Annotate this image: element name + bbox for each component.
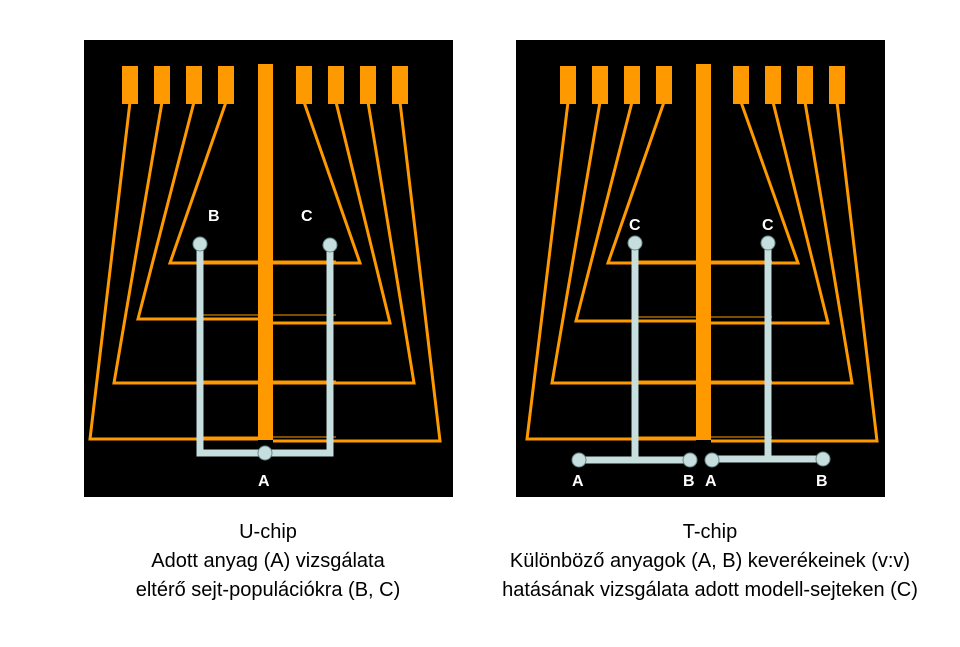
uchip-label-a: A bbox=[258, 473, 270, 490]
uchip-trace-2 bbox=[112, 101, 258, 385]
uchip-caption-title: U-chip bbox=[239, 521, 297, 543]
tchip-label-b-left: B bbox=[683, 473, 695, 490]
tchip-trace-5 bbox=[711, 101, 801, 265]
tchip-center-electrode bbox=[696, 64, 711, 440]
tchip-caption-title: T-chip bbox=[682, 521, 738, 543]
uchip-trace-4 bbox=[167, 101, 258, 265]
tchip-pad-6 bbox=[765, 66, 781, 104]
tchip-label-c-left: C bbox=[629, 217, 641, 234]
uchip-pad-4 bbox=[218, 66, 234, 104]
uchip-port-c bbox=[322, 237, 338, 253]
tchip-port-a-left bbox=[571, 452, 587, 468]
tchip-caption-line2: hatásának vizsgálata adott modell-sejtek… bbox=[502, 579, 918, 601]
tchip-port-b-right bbox=[815, 451, 831, 467]
tchip-port-c-left bbox=[627, 235, 643, 251]
uchip-caption-line1: Adott anyag (A) vizsgálata bbox=[151, 550, 385, 572]
tchip-label-b-right: B bbox=[816, 473, 828, 490]
uchip-svg: B C A bbox=[84, 40, 453, 497]
uchip-pad-1 bbox=[122, 66, 138, 104]
uchip-trace-5 bbox=[273, 101, 363, 265]
tchip-pads bbox=[560, 64, 845, 440]
tchip-caption: T-chip Különböző anyagok (A, B) keveréke… bbox=[450, 518, 960, 605]
uchip-trace-3 bbox=[136, 101, 258, 321]
tchip-port-a-right bbox=[704, 452, 720, 468]
uchip-caption: U-chip Adott anyag (A) vizsgálata eltérő… bbox=[78, 518, 458, 605]
tchip-trace-1 bbox=[525, 101, 696, 441]
uchip-label-b: B bbox=[208, 208, 220, 225]
tchip-trace-7 bbox=[711, 101, 854, 385]
tchip-pad-8 bbox=[829, 66, 845, 104]
tchip-pad-3 bbox=[624, 66, 640, 104]
uchip-label-c: C bbox=[301, 208, 313, 225]
tchip-label-a-left: A bbox=[572, 473, 584, 490]
tchip-label-a-right: A bbox=[705, 473, 717, 490]
tchip-label-c-right: C bbox=[762, 217, 774, 234]
tchip-trace-3 bbox=[574, 101, 696, 323]
uchip-pad-6 bbox=[328, 66, 344, 104]
tchip-pad-5 bbox=[733, 66, 749, 104]
tchip-port-b-left bbox=[682, 452, 698, 468]
uchip-trace-7 bbox=[273, 101, 416, 385]
uchip-port-b bbox=[192, 236, 208, 252]
uchip-port-a bbox=[257, 445, 273, 461]
uchip-traces bbox=[88, 101, 442, 443]
uchip-pad-2 bbox=[154, 66, 170, 104]
uchip-caption-line2: eltérő sejt-populációkra (B, C) bbox=[135, 579, 401, 601]
uchip-pads bbox=[122, 64, 408, 440]
tchip-caption-line1: Különböző anyagok (A, B) keverékeinek (v… bbox=[509, 550, 911, 572]
tchip-pad-7 bbox=[797, 66, 813, 104]
tchip-svg: C C A B A B bbox=[516, 40, 885, 497]
tchip-diagram: C C A B A B bbox=[516, 40, 885, 497]
uchip-pad-8 bbox=[392, 66, 408, 104]
tchip-t-channels bbox=[579, 243, 823, 464]
uchip-thin-lines bbox=[198, 260, 336, 438]
uchip-trace-6 bbox=[273, 101, 392, 325]
tchip-trace-6 bbox=[711, 101, 830, 325]
tchip-pad-1 bbox=[560, 66, 576, 104]
uchip-pad-5 bbox=[296, 66, 312, 104]
uchip-diagram: B C A bbox=[84, 40, 453, 497]
tchip-pad-4 bbox=[656, 66, 672, 104]
tchip-pad-2 bbox=[592, 66, 608, 104]
tchip-thin-lines bbox=[634, 260, 772, 438]
uchip-pad-3 bbox=[186, 66, 202, 104]
uchip-pad-7 bbox=[360, 66, 376, 104]
tchip-ports bbox=[571, 235, 831, 468]
uchip-center-electrode bbox=[258, 64, 273, 440]
tchip-port-c-right bbox=[760, 235, 776, 251]
tchip-trace-4 bbox=[605, 101, 696, 265]
tchip-trace-2 bbox=[550, 101, 696, 385]
